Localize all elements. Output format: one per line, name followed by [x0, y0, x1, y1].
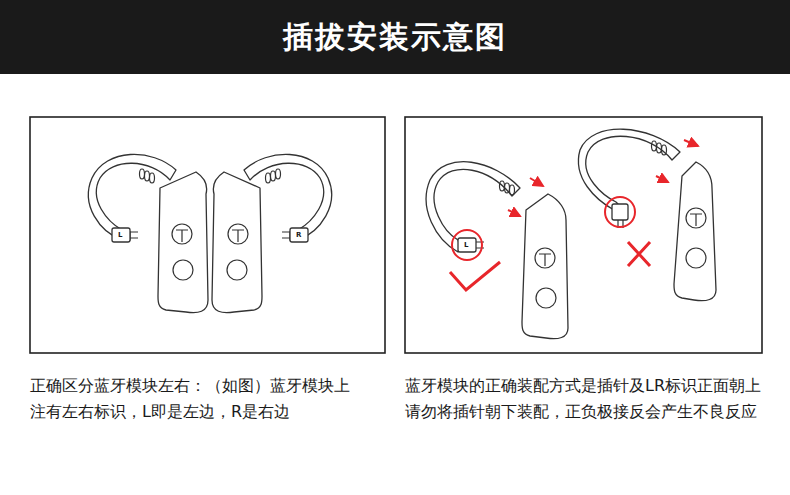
right-panel — [405, 117, 762, 353]
spring-coil — [510, 185, 515, 195]
spring-coil — [505, 183, 510, 193]
spring-coil — [150, 173, 155, 183]
panel-caption: 蓝牙模块的正确装配方式是插针及LR标识正面朝上 请勿将插针朝下装配，正负极接反会… — [405, 373, 767, 425]
spring-coil — [662, 145, 667, 155]
spring-coil — [145, 171, 150, 181]
side-mark: L — [464, 241, 468, 249]
spring-coil — [271, 171, 276, 181]
left-panel — [30, 117, 385, 353]
spring-coil — [140, 169, 145, 179]
panel-caption: 正确区分蓝牙模块左右：（如图）蓝牙模块上 注有左右标识，L即是左边，R是右边 — [30, 373, 352, 425]
spring-coil — [657, 143, 662, 153]
side-mark: R — [296, 231, 301, 239]
page-title: 插拔安装示意图 — [0, 17, 790, 58]
side-mark: L — [118, 231, 122, 239]
spring-coil — [652, 141, 657, 151]
spring-coil — [276, 169, 281, 179]
spring-coil — [266, 173, 271, 183]
spring-coil — [500, 181, 505, 191]
